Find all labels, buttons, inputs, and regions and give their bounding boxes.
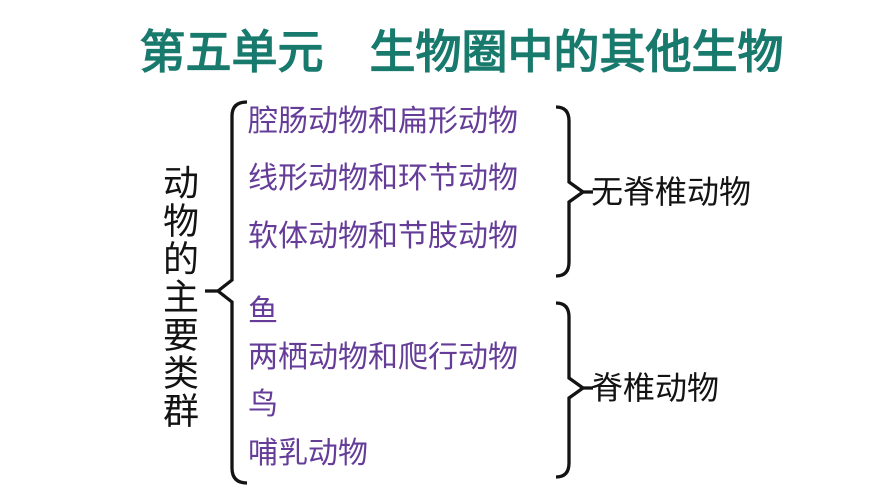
group-label-vertebrates: 脊椎动物 — [591, 370, 720, 406]
list-item-fish: 鱼 — [248, 295, 278, 328]
vertebrates-right-brace-icon — [555, 301, 593, 479]
list-item-mollusks-arthropods: 软体动物和节肢动物 — [248, 220, 518, 253]
invertebrates-right-brace-icon — [555, 105, 593, 278]
list-item-mammals: 哺乳动物 — [248, 437, 368, 470]
list-item-nematodes-annelids: 线形动物和环节动物 — [248, 162, 518, 195]
list-item-coelenterates-flatworms: 腔肠动物和扁形动物 — [248, 105, 518, 138]
group-label-invertebrates: 无脊椎动物 — [591, 174, 752, 210]
list-item-amphibians-reptiles: 两栖动物和爬行动物 — [248, 341, 518, 374]
page-title: 第五单元 生物圈中的其他生物 — [139, 27, 784, 78]
left-curly-brace-icon — [205, 100, 248, 485]
list-item-birds: 鸟 — [248, 388, 278, 421]
animal-main-groups-label: 动物的主要类群 — [158, 164, 198, 430]
